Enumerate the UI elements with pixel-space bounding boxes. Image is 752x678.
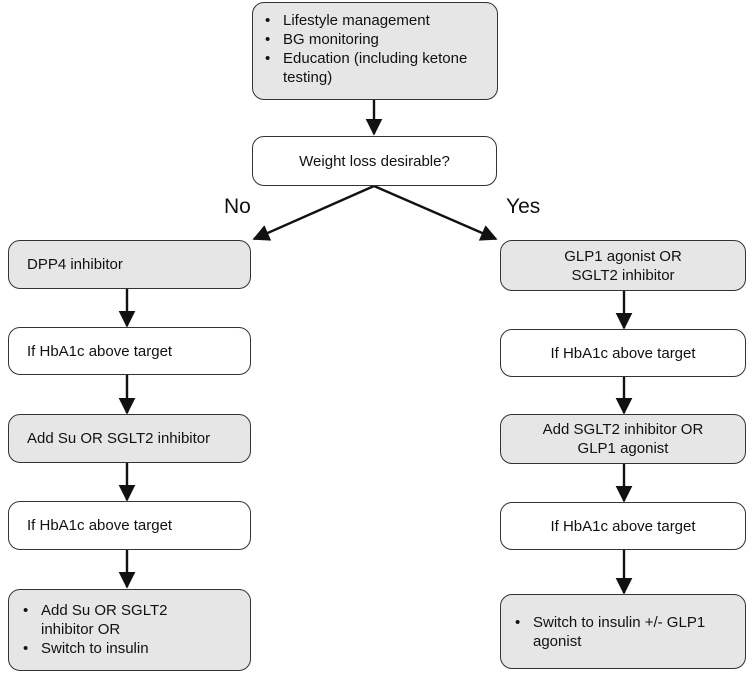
left-step-text: If HbA1c above target [27, 342, 173, 360]
right-step-text: GLP1 agonist OR SGLT2 inhibitor [564, 247, 682, 284]
right-step-final: Switch to insulin +/- GLP1 agonist [500, 594, 746, 669]
left-step-dpp4: DPP4 inhibitor [8, 240, 251, 289]
right-final-list: Switch to insulin +/- GLP1 agonist [513, 613, 713, 651]
left-step-text: Add Su OR SGLT2 inhibitor [27, 430, 211, 447]
question-box: Weight loss desirable? [252, 136, 497, 186]
list-item: Add Su OR SGLT2 inhibitor OR [21, 601, 196, 639]
right-step-text: Add SGLT2 inhibitor OR GLP1 agonist [542, 421, 704, 457]
left-final-list: Add Su OR SGLT2 inhibitor OR Switch to i… [21, 601, 196, 658]
left-step-hba1c-check-1: If HbA1c above target [8, 327, 251, 375]
top-box: Lifestyle management BG monitoring Educa… [252, 2, 498, 100]
question-text: Weight loss desirable? [299, 152, 450, 170]
arrow-question-to-yes [373, 184, 498, 241]
right-step-glp1: GLP1 agonist OR SGLT2 inhibitor [500, 240, 746, 291]
list-item: Switch to insulin [21, 639, 196, 658]
right-step-add-sglt2: Add SGLT2 inhibitor OR GLP1 agonist [500, 414, 746, 464]
list-item: Lifestyle management [263, 11, 487, 30]
left-step-add-su: Add Su OR SGLT2 inhibitor [8, 414, 251, 463]
right-step-hba1c-check-2: If HbA1c above target [500, 502, 746, 550]
arrow-question-to-no [252, 184, 375, 241]
right-step-text: If HbA1c above target [550, 517, 696, 535]
left-step-text: If HbA1c above target [27, 517, 173, 534]
yes-label: Yes [506, 195, 541, 218]
left-step-final: Add Su OR SGLT2 inhibitor OR Switch to i… [8, 589, 251, 671]
right-step-hba1c-check-1: If HbA1c above target [500, 329, 746, 377]
list-item: Switch to insulin +/- GLP1 agonist [513, 613, 713, 651]
right-step-text: If HbA1c above target [550, 344, 696, 362]
left-step-hba1c-check-2: If HbA1c above target [8, 501, 251, 550]
left-step-text: DPP4 inhibitor [27, 256, 123, 273]
no-label: No [224, 195, 251, 218]
list-item: Education (including ketone testing) [263, 49, 487, 87]
list-item: BG monitoring [263, 30, 487, 49]
top-box-list: Lifestyle management BG monitoring Educa… [263, 11, 487, 87]
